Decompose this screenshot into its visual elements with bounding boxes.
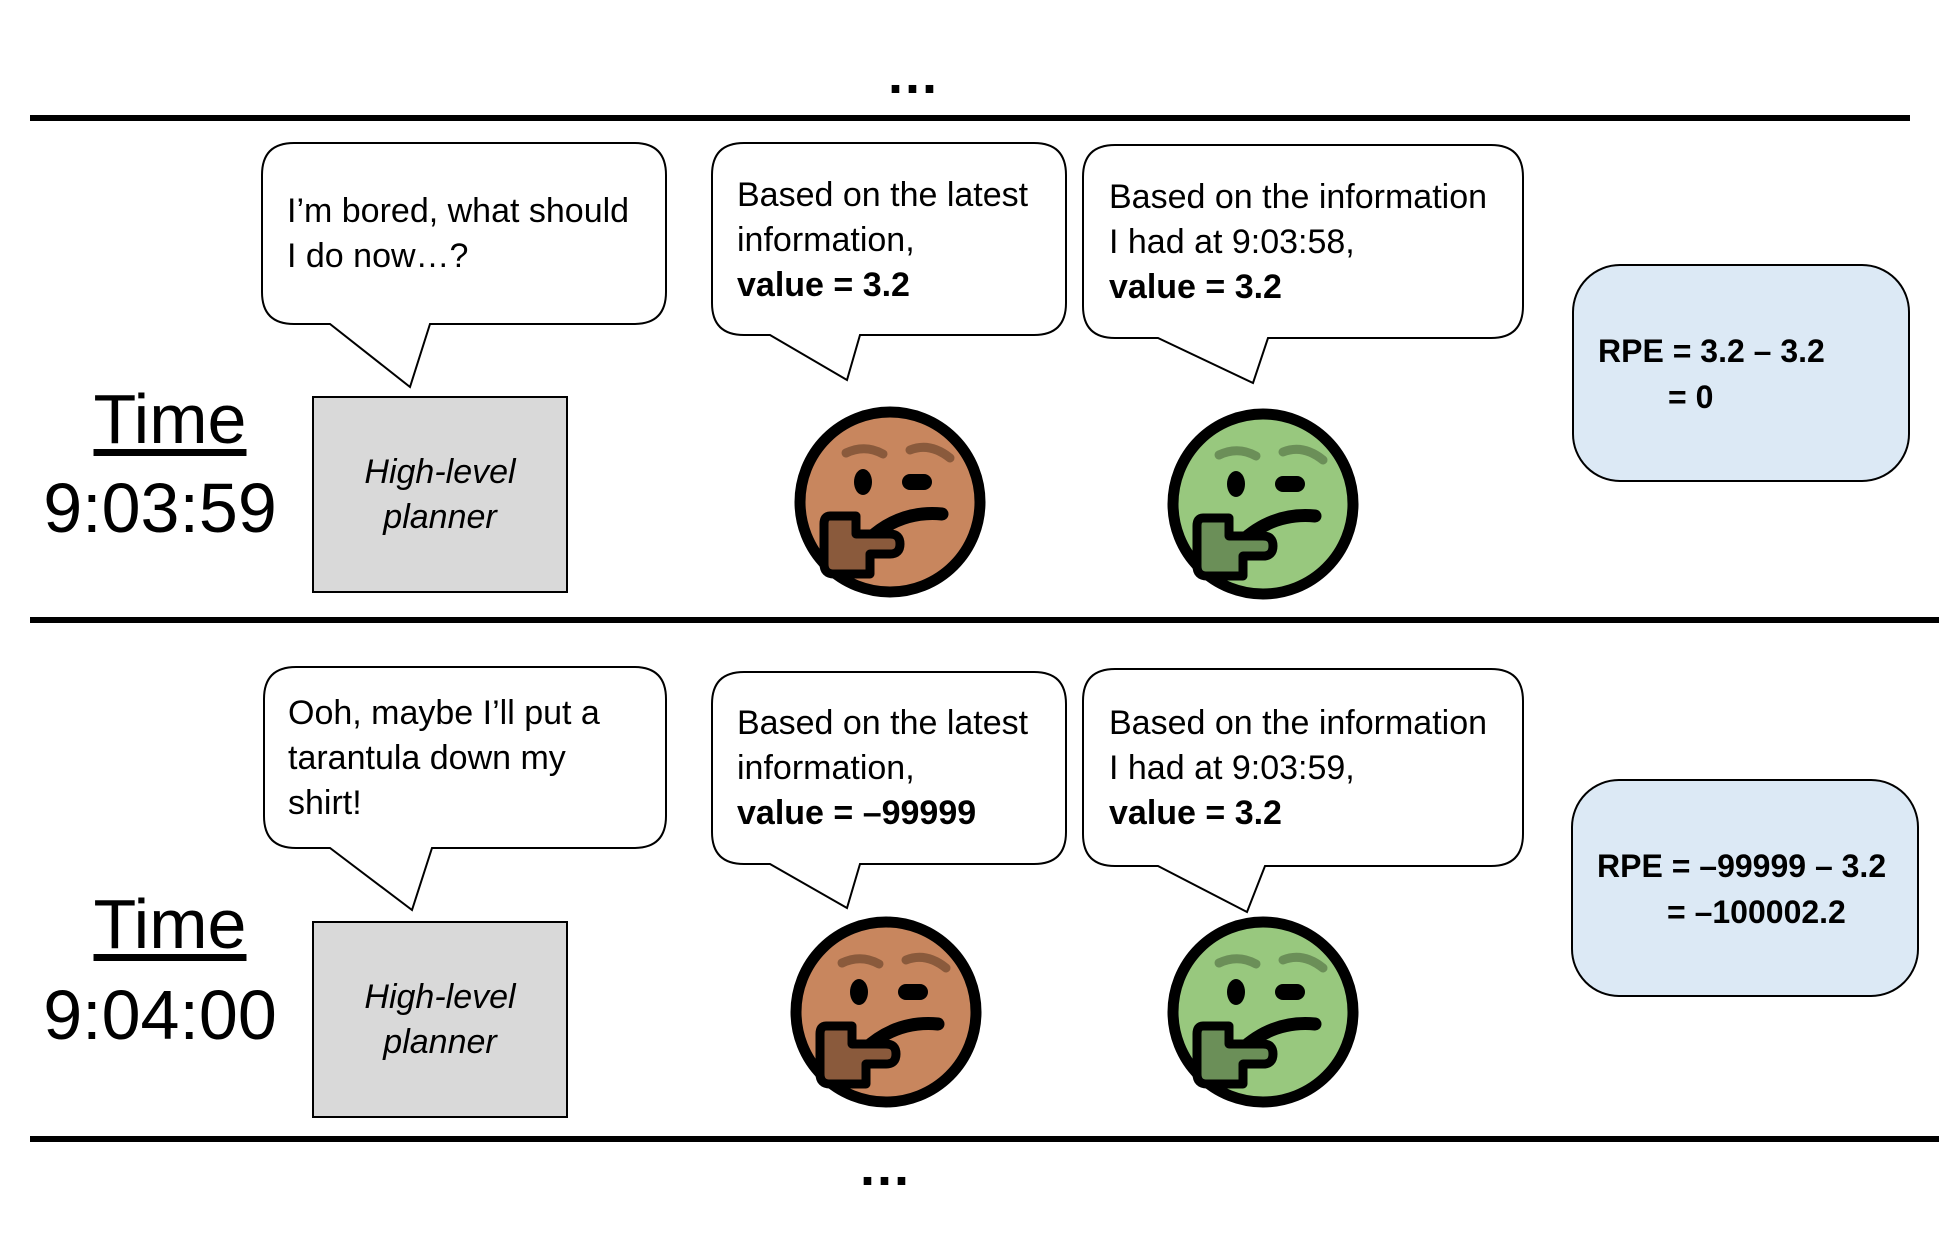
thought-line: I do now…?	[287, 237, 469, 275]
planner-label-line: planner	[383, 497, 497, 536]
rpe-line: RPE = 3.2 – 3.2	[1598, 333, 1825, 369]
thought-bubble	[263, 666, 667, 912]
high-level-planner-box: High-level planner	[312, 396, 568, 593]
past-value: value = 3.2	[1109, 268, 1282, 306]
rpe-line: RPE = –99999 – 3.2	[1597, 848, 1887, 884]
latest-line: Based on the latest	[737, 704, 1029, 742]
latest-value: value = 3.2	[737, 266, 910, 304]
thinking-face-icon	[794, 406, 986, 598]
time-value: 9:03:59	[43, 469, 277, 547]
planner-label-line: High-level	[364, 452, 516, 491]
time-value: 9:04:00	[43, 976, 277, 1054]
thought-line: Ooh, maybe I’ll put a	[288, 694, 600, 732]
thought-line: tarantula down my	[288, 739, 566, 777]
rpe-line: = 0	[1668, 379, 1714, 415]
latest-line: information,	[737, 221, 915, 259]
high-level-planner-box: High-level planner	[312, 921, 568, 1118]
rpe-line: = –100002.2	[1667, 894, 1846, 930]
latest-line: information,	[737, 749, 915, 787]
ellipsis-bottom: ...	[860, 1137, 912, 1197]
latest-value-text: Based on the latest information, value =…	[737, 701, 1028, 836]
latest-line: Based on the latest	[737, 176, 1029, 214]
planner-label-line: planner	[383, 1022, 497, 1061]
planner-label-line: High-level	[364, 977, 516, 1016]
thought-line: I’m bored, what should	[287, 192, 630, 230]
past-line: I had at 9:03:58,	[1109, 223, 1355, 261]
latest-value-text: Based on the latest information, value =…	[737, 173, 1028, 308]
thought-text: I’m bored, what should I do now…?	[287, 189, 629, 279]
ellipsis-top: ...	[888, 45, 940, 105]
thought-line: shirt!	[288, 784, 362, 822]
latest-value-bubble	[711, 671, 1067, 910]
time-label: Time	[93, 885, 247, 963]
thought-text: Ooh, maybe I’ll put a tarantula down my …	[288, 691, 600, 826]
past-value-bubble	[1082, 668, 1524, 914]
thinking-face-icon	[1167, 916, 1359, 1108]
past-line: I had at 9:03:59,	[1109, 749, 1355, 787]
thinking-face-icon	[790, 916, 982, 1108]
thought-bubble	[261, 142, 667, 389]
past-value-text: Based on the information I had at 9:03:5…	[1109, 701, 1487, 836]
past-value: value = 3.2	[1109, 794, 1282, 832]
past-line: Based on the information	[1109, 704, 1488, 742]
past-value-text: Based on the information I had at 9:03:5…	[1109, 175, 1487, 310]
latest-value-bubble	[711, 142, 1067, 382]
past-value-bubble	[1082, 144, 1524, 385]
rpe-box	[1572, 264, 1910, 482]
past-line: Based on the information	[1109, 178, 1488, 216]
time-label: Time	[93, 380, 247, 458]
thinking-face-icon	[1167, 408, 1359, 600]
latest-value: value = –99999	[737, 794, 977, 832]
rpe-box	[1571, 779, 1919, 997]
